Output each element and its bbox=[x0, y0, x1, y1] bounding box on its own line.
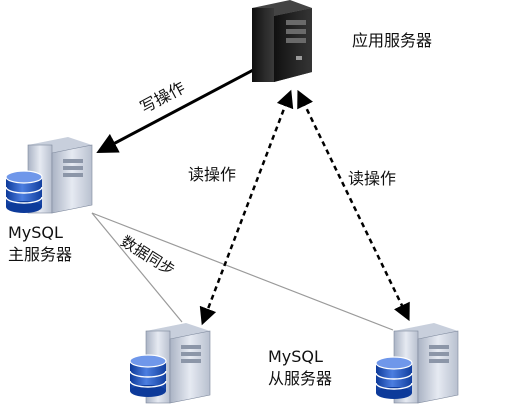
app-server-icon bbox=[252, 0, 312, 82]
slave-label-line2: 从服务器 bbox=[268, 369, 332, 388]
sync-line-to-slave-right bbox=[91, 212, 394, 331]
slave-label-line1: MySQL bbox=[268, 347, 323, 366]
read-arrow-right bbox=[297, 89, 410, 322]
read-label-right: 读操作 bbox=[348, 169, 396, 188]
master-label-line2: 主服务器 bbox=[8, 245, 72, 264]
read-arrow-left bbox=[199, 89, 294, 326]
write-arrow bbox=[96, 56, 277, 153]
app-server-label: 应用服务器 bbox=[352, 31, 432, 50]
master-database-icon bbox=[5, 170, 43, 213]
master-label-line1: MySQL bbox=[8, 223, 63, 242]
slave-database-right-icon bbox=[375, 356, 413, 399]
sync-line-to-slave-left bbox=[91, 212, 183, 323]
read-label-left: 读操作 bbox=[188, 165, 236, 184]
write-label: 写操作 bbox=[137, 78, 188, 117]
slave-database-left-icon bbox=[129, 354, 167, 397]
